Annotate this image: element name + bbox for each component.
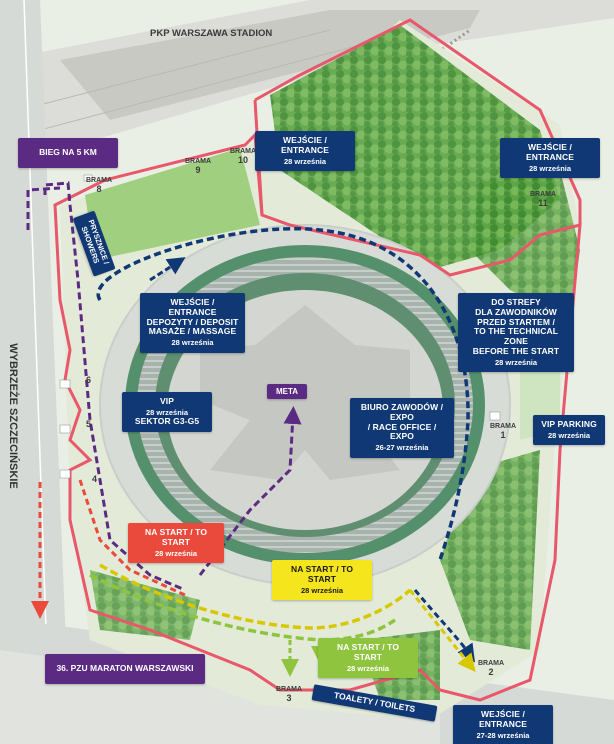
marathon-label: 36. PZU MARATON WARSZAWSKI [45,654,205,684]
street-name-label: WYBRZEŻE SZCZECIŃSKIE [7,343,19,489]
gate-4: 4 [92,474,98,484]
entrance-bottom-label: WEJŚCIE / ENTRANCE 27-28 września [453,705,553,744]
run-5km-label: BIEG NA 5 KM [18,138,118,168]
stadium-name-label: PKP WARSZAWA STADION [150,28,273,39]
finish-label: META [267,384,307,400]
gate-6: 6 [86,375,92,385]
start-red-label: NA START / TO START 28 września [128,523,224,564]
gate-5: 5 [86,419,92,429]
vip-label: VIP 28 września SEKTOR G3-G5 [122,392,212,433]
entrance-top-label: WEJŚCIE / ENTRANCE 28 września [255,131,355,172]
race-office-label: BIURO ZAWODÓW / EXPO / RACE OFFICE / EXP… [350,398,454,458]
vip-parking-label: VIP PARKING 28 września [533,415,605,446]
entrance-right-label: WEJŚCIE / ENTRANCE 28 września [500,138,600,179]
start-yellow-label: NA START / TO START 28 września [272,560,372,601]
technical-zone-label: DO STREFY DLA ZAWODNIKÓW PRZED STARTEM /… [458,293,574,373]
deposit-label: WEJŚCIE / ENTRANCE DEPOZYTY / DEPOSIT MA… [140,293,245,353]
start-green-label: NA START / TO START 28 września [318,638,418,679]
